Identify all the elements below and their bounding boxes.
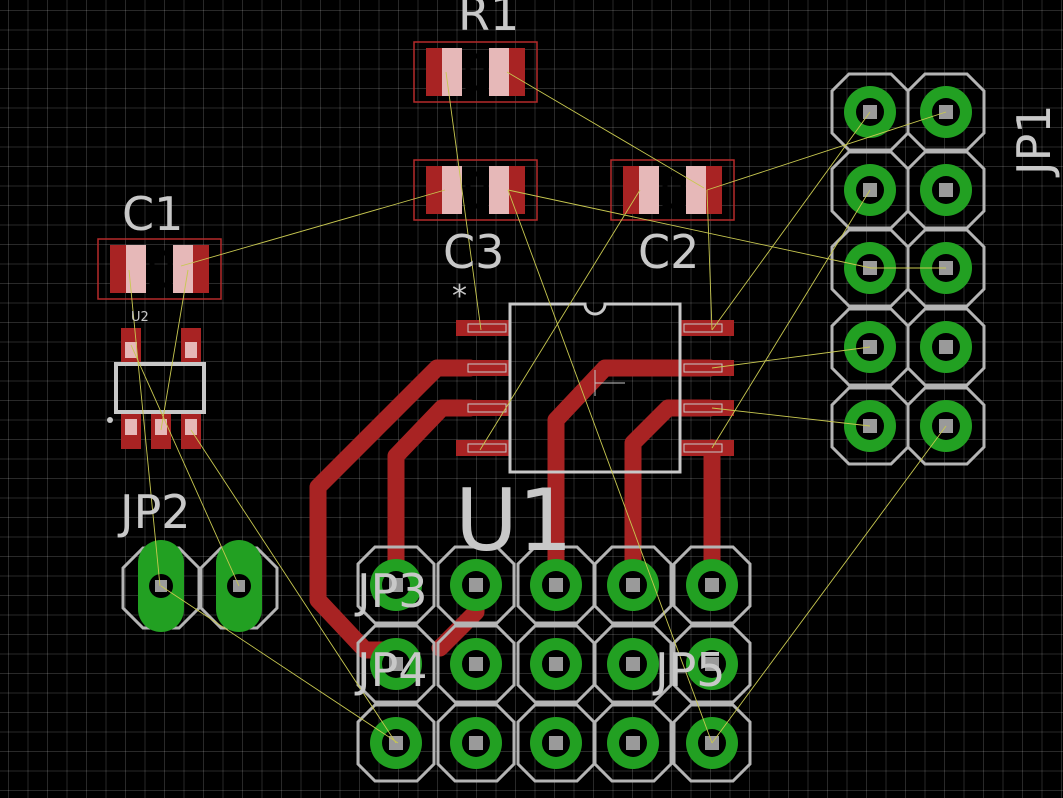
label-r1: R1	[458, 0, 519, 41]
label-jp2: JP2	[117, 485, 191, 539]
label-c3: C3	[443, 225, 504, 279]
trace-u1-pin2-to-jp4	[309, 359, 479, 659]
u2-footprint[interactable]	[107, 328, 206, 449]
label-jp5: JP5	[652, 643, 726, 697]
label-c1: C1	[122, 187, 183, 241]
smd-pads	[97, 41, 735, 474]
header-pad[interactable]	[593, 624, 673, 704]
label-u2: U2	[131, 310, 149, 325]
header-pad[interactable]	[516, 624, 596, 704]
header-pad[interactable]	[436, 545, 516, 625]
header-pad[interactable]	[593, 703, 673, 783]
label-pin1-marker: *	[452, 279, 467, 314]
jp1-pad[interactable]	[906, 150, 986, 230]
header-pad[interactable]	[516, 545, 596, 625]
header-pad[interactable]	[672, 545, 752, 625]
c1-footprint[interactable]	[97, 238, 222, 300]
silkscreen-labels: R1 C1 C3 C2 * U2 U1 JP2 JP3 JP4 JP5 JP1	[117, 0, 1061, 697]
header-pad[interactable]	[436, 703, 516, 783]
label-jp3: JP3	[354, 564, 428, 618]
header-pad[interactable]	[672, 624, 752, 704]
label-jp1: JP1	[1007, 104, 1061, 178]
header-pad[interactable]	[593, 545, 673, 625]
u1-footprint[interactable]	[456, 302, 734, 474]
header-pad[interactable]	[436, 624, 516, 704]
trace-u1-pin7-to-jp3-col3	[547, 359, 719, 594]
header-pad[interactable]	[516, 703, 596, 783]
header-pad[interactable]	[356, 624, 436, 704]
jp1-pad[interactable]	[906, 307, 986, 387]
label-jp4: JP4	[354, 643, 428, 697]
header-pad[interactable]	[356, 545, 436, 625]
airwires	[128, 71, 947, 744]
trace-u1-pin6-to-jp3-col4	[624, 399, 719, 594]
jp2-header[interactable]	[121, 540, 279, 632]
c3-footprint[interactable]	[413, 159, 538, 221]
r1-footprint[interactable]	[413, 41, 538, 103]
label-c2: C2	[638, 225, 699, 279]
label-u1: U1	[455, 471, 573, 571]
c2-footprint[interactable]	[610, 159, 735, 221]
